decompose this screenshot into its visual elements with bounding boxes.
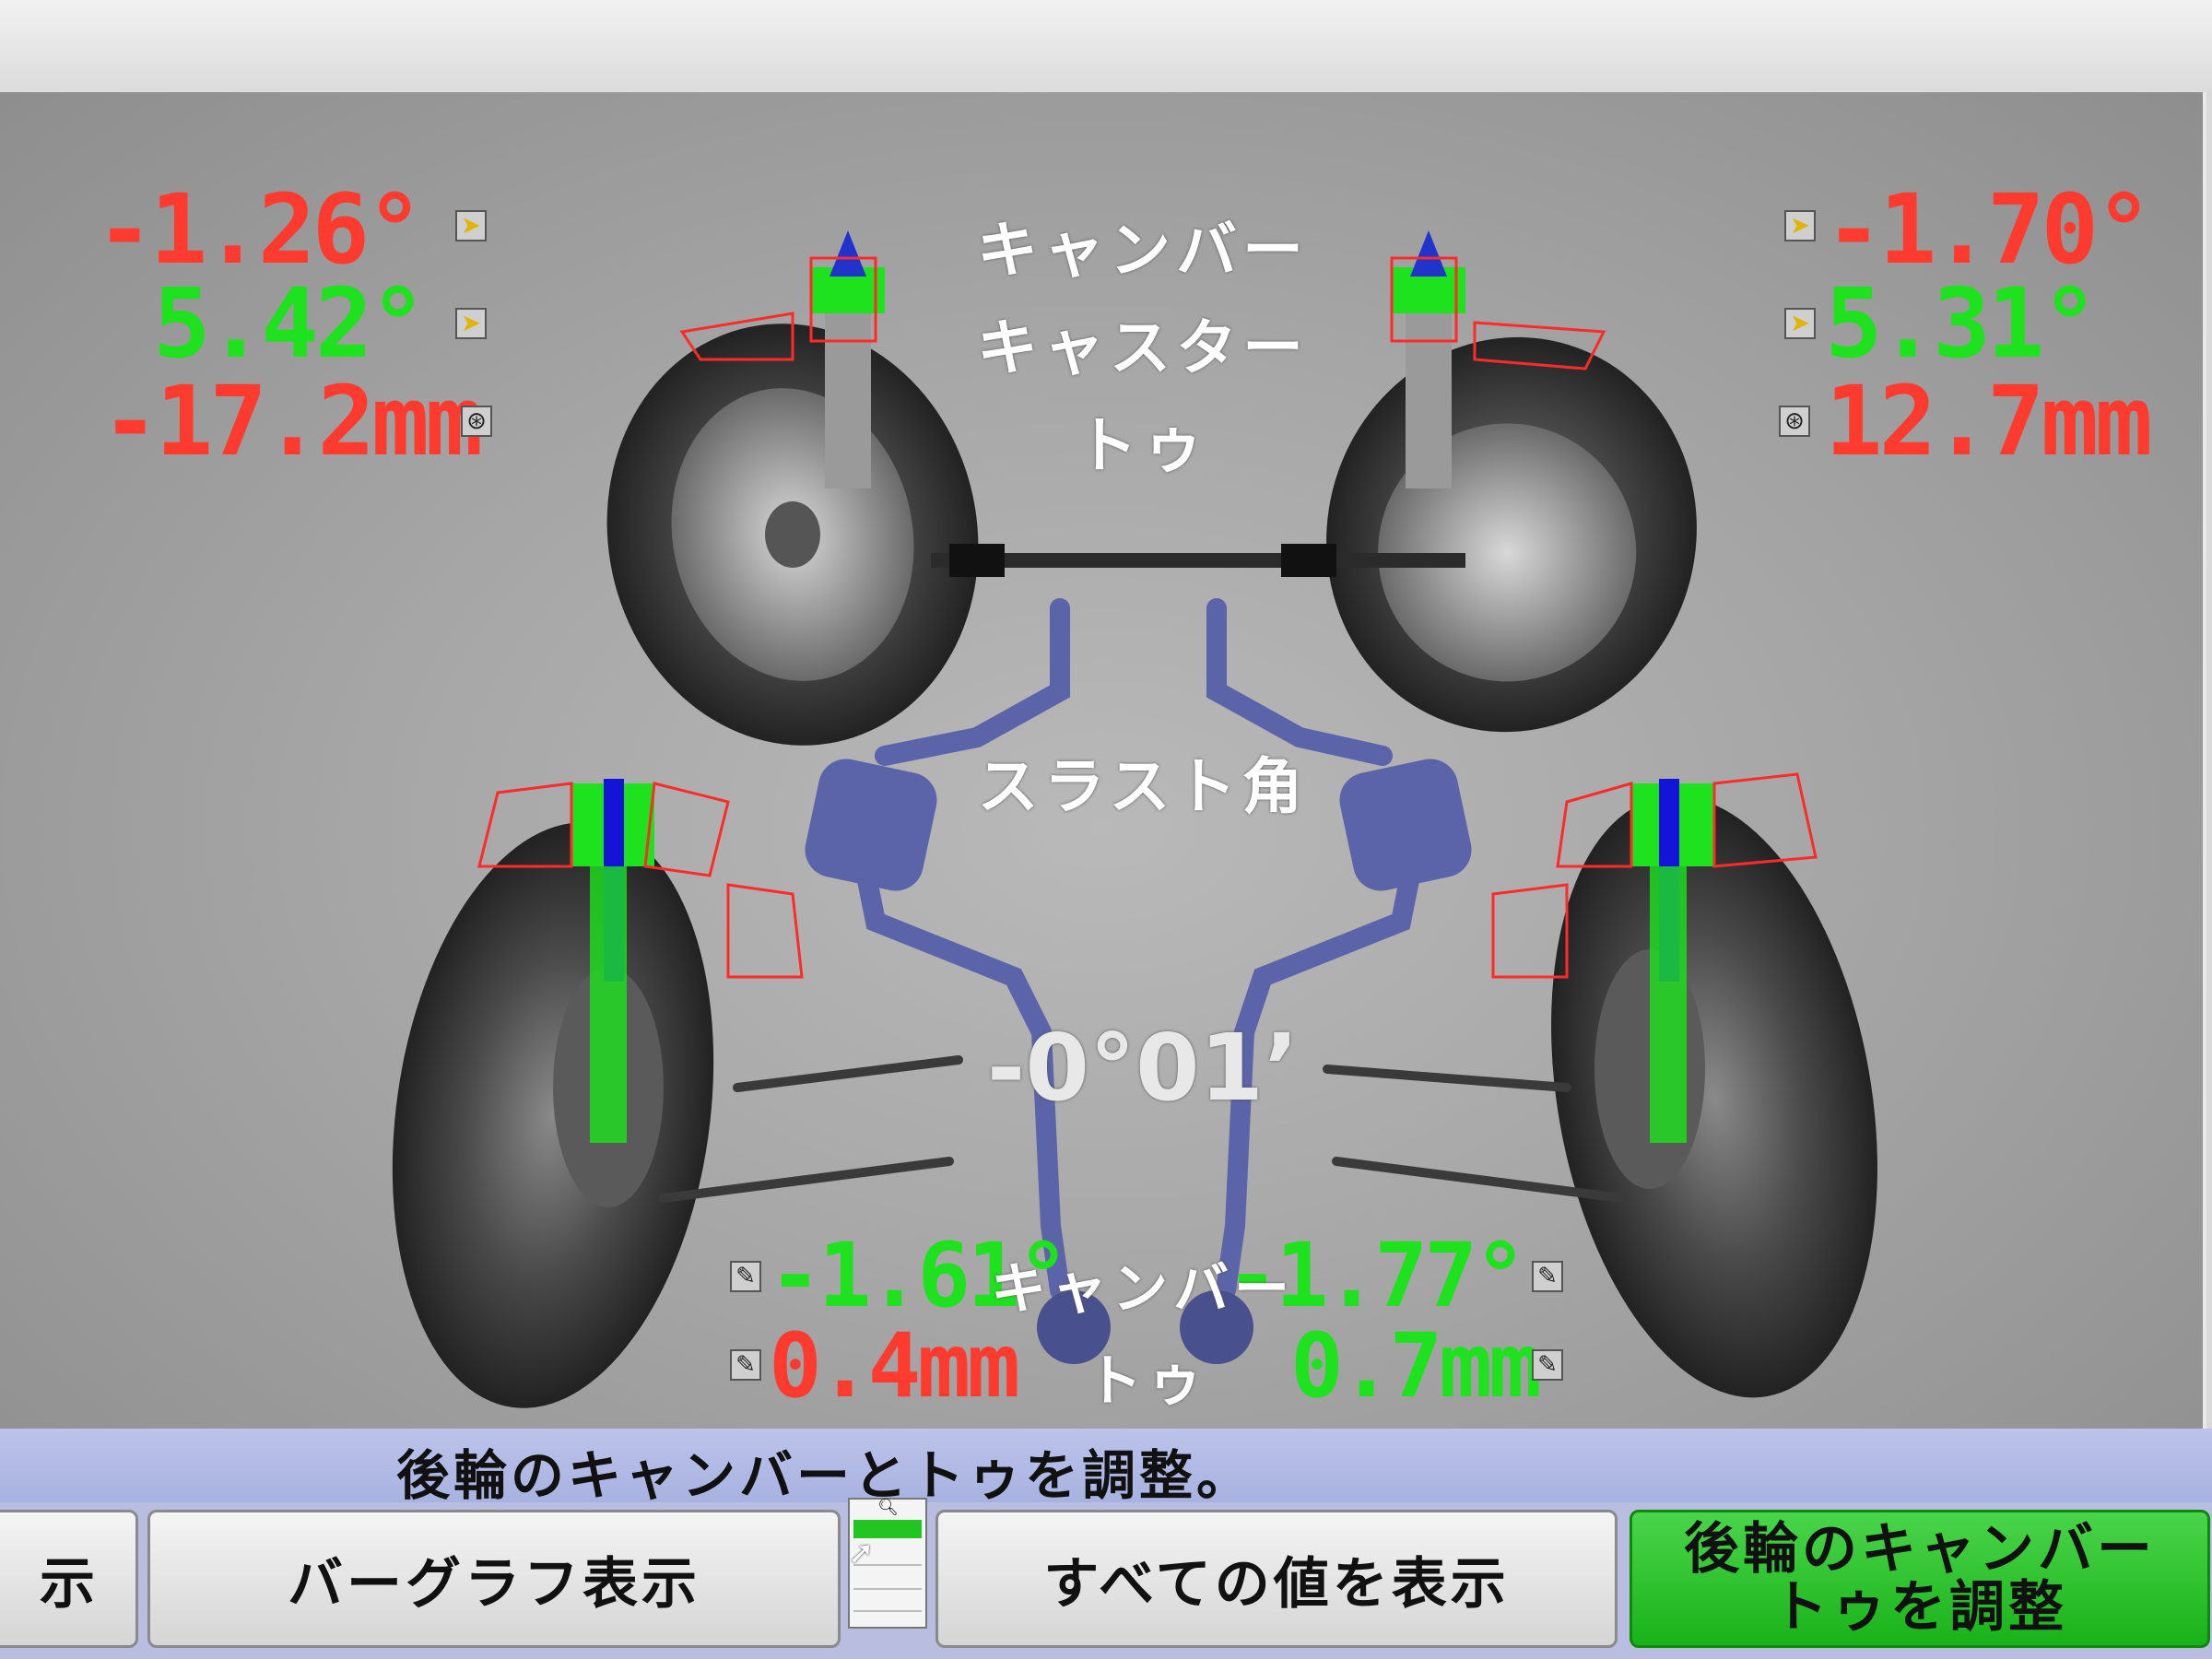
- suspension-illustration: [392, 230, 1877, 1408]
- steering-wheel-icon: ⊛: [461, 406, 492, 437]
- mini-divider: [853, 1588, 922, 1590]
- status-bar: 後輪のキャンバーとトゥを調整。: [0, 1429, 2212, 1507]
- rear-left-target: [477, 779, 804, 1143]
- thrust-angle-value: -0°01’: [986, 1014, 1300, 1122]
- mouse-cursor-icon: ➚: [848, 1535, 875, 1571]
- mufflers: [805, 759, 1472, 1364]
- bar-graph-button[interactable]: バーグラフ表示: [147, 1510, 841, 1648]
- status-message: 後輪のキャンバーとトゥを調整。: [396, 1444, 1254, 1507]
- alignment-3d-view: -1.26° 5.42° -17.2mm ➤ ➤ ⊛ キャンバー キャスター ト…: [0, 92, 2206, 1429]
- rear-right-toe-value: 0.7mm: [1290, 1314, 1542, 1418]
- bar-graph-label: バーグラフ表示: [288, 1551, 700, 1617]
- target-icon: ➤: [455, 308, 487, 339]
- bottom-toolbar: 示 バーグラフ表示 すべての値を表示 後輪のキャンバー トゥを調整: [0, 1502, 2212, 1659]
- target-icon: ➤: [1784, 308, 1816, 339]
- rear-left-toe-value: 0.4mm: [769, 1314, 1020, 1418]
- rear-left-camber-value: -1.61°: [769, 1224, 1070, 1327]
- wrench-icon[interactable]: ✎: [730, 1261, 761, 1292]
- rear-right-wheel: [1551, 795, 1877, 1398]
- wrench-icon[interactable]: ✎: [730, 1349, 761, 1381]
- front-right-caster-value: 5.31°: [1825, 267, 2099, 380]
- adjust-rear-label-line2: トゥを調整: [1772, 1575, 2067, 1640]
- front-toe-label: トゥ: [1077, 410, 1209, 481]
- rear-toe-label: トゥ: [1087, 1349, 1208, 1414]
- mini-divider: [853, 1610, 922, 1612]
- thrust-angle-label: スラスト角: [977, 751, 1309, 822]
- rear-camber-label: キャンバー: [991, 1257, 1295, 1322]
- show-all-values-button[interactable]: すべての値を表示: [935, 1510, 1618, 1648]
- target-icon: ➤: [455, 210, 487, 241]
- front-caster-label: キャスター: [977, 312, 1309, 383]
- front-camber-label: キャンバー: [977, 215, 1309, 286]
- front-left-wheel: [606, 324, 979, 746]
- magnifier-icon: 🔍︎: [877, 1498, 899, 1517]
- front-right-camber-value: -1.70°: [1825, 173, 2153, 286]
- mini-progress-bar: [853, 1520, 922, 1538]
- wrench-icon[interactable]: ✎: [1532, 1349, 1563, 1381]
- partial-display-label: 示: [40, 1551, 99, 1617]
- target-icon: ➤: [1784, 210, 1816, 241]
- front-struts: [679, 230, 1606, 488]
- mini-divider: [853, 1564, 922, 1566]
- adjust-rear-label-line1: 後輪のキャンバー: [1684, 1517, 2156, 1582]
- mini-view-panel[interactable]: 🔍︎: [848, 1498, 927, 1629]
- exhaust-system: [856, 598, 1420, 1300]
- front-left-toe-value: -17.2mm: [101, 365, 483, 477]
- window-top-strip: [0, 0, 2212, 92]
- steering-wheel-icon: ⊛: [1779, 406, 1810, 437]
- show-all-values-label: すべての値を表示: [1043, 1551, 1510, 1617]
- front-right-wheel: [1326, 336, 1697, 733]
- front-left-camber-value: -1.26°: [96, 173, 424, 286]
- front-left-caster-value: 5.42°: [153, 267, 427, 380]
- wrench-icon[interactable]: ✎: [1532, 1261, 1563, 1292]
- steering-rack: [931, 544, 1465, 577]
- rear-control-arms: [659, 1055, 1627, 1203]
- rear-right-camber-value: -1.77°: [1226, 1224, 1527, 1327]
- adjust-rear-button[interactable]: 後輪のキャンバー トゥを調整: [1630, 1510, 2210, 1648]
- partial-display-button[interactable]: 示: [0, 1510, 138, 1648]
- front-right-toe-value: 12.7mm: [1825, 365, 2153, 477]
- rear-right-target: [1491, 772, 1818, 1143]
- rear-left-wheel: [392, 822, 714, 1408]
